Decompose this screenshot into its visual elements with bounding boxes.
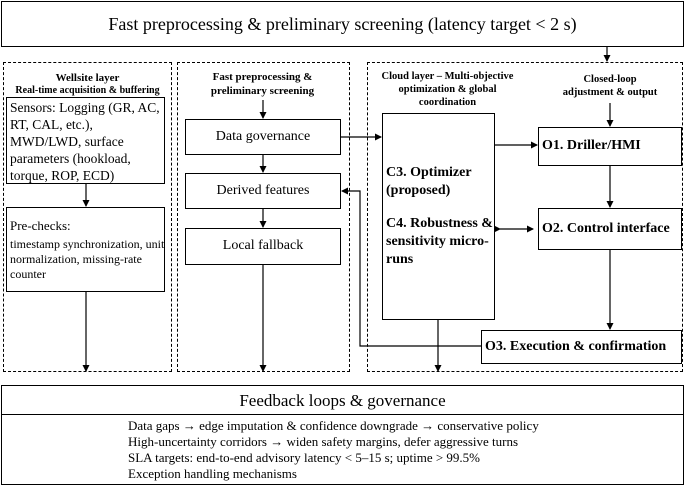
prechecks-box: Pre-checks: timestamp synchronization, u… <box>6 207 165 292</box>
top-header-box: Fast preprocessing & preliminary screeni… <box>1 1 684 47</box>
data-governance-label: Data governance <box>215 129 311 144</box>
o1-driller-hmi-box: O1. Driller/HMI <box>538 127 682 166</box>
local-fallback-label: Local fallback <box>222 238 304 253</box>
arrow-o3-feedback-to-derived <box>341 187 481 347</box>
wellsite-layer-subtitle: Real-time acquisition & buffering <box>15 85 160 96</box>
wellsite-layer-title: Wellsite layer <box>55 72 120 84</box>
closed-loop-title: Closed-loop adjustment & output <box>562 74 658 98</box>
o2-label: O2. Control interface <box>542 221 670 236</box>
fast-preprocessing-title: Fast preprocessing & preliminary screeni… <box>210 71 315 97</box>
optimizer-box: C3. Optimizer (proposed) C4. Robustness … <box>382 113 495 320</box>
prechecks-title: Pre-checks: <box>10 218 71 233</box>
feedback-line: High-uncertainty corridors → widen safet… <box>128 434 519 449</box>
o2-control-interface-box: O2. Control interface <box>538 208 682 250</box>
o3-execution-box: O3. Execution & confirmation <box>481 330 682 364</box>
local-fallback-box: Local fallback <box>185 228 341 265</box>
feedback-details-box: Data gaps → edge imputation & confidence… <box>1 414 684 485</box>
data-governance-box: Data governance <box>185 119 341 155</box>
o1-label: O1. Driller/HMI <box>542 138 641 153</box>
feedback-title: Feedback loops & governance <box>239 391 446 410</box>
cloud-closed-loop-panel <box>367 62 683 372</box>
c4-robustness-label: C4. Robustness & sensitivity micro-runs <box>386 216 493 267</box>
feedback-line: Exception handling mechanisms <box>128 466 297 481</box>
top-header-title: Fast preprocessing & preliminary screeni… <box>108 14 577 34</box>
feedback-line: Data gaps → edge imputation & confidence… <box>128 418 539 433</box>
prechecks-text: timestamp synchronization, unit normaliz… <box>10 237 165 281</box>
feedback-line: SLA targets: end-to-end advisory latency… <box>128 450 481 465</box>
cloud-layer-title: Cloud layer – Multi-objective optimizati… <box>381 71 514 108</box>
derived-features-label: Derived features <box>216 183 310 198</box>
derived-features-box: Derived features <box>185 173 341 209</box>
feedback-title-box: Feedback loops & governance <box>1 385 684 415</box>
sensors-box: Sensors: Logging (GR, AC, RT, CAL, etc.)… <box>6 97 165 184</box>
sensors-text: Sensors: Logging (GR, AC, RT, CAL, etc.)… <box>10 100 160 183</box>
c3-optimizer-label: C3. Optimizer (proposed) <box>386 165 472 198</box>
o3-label: O3. Execution & confirmation <box>485 339 667 354</box>
